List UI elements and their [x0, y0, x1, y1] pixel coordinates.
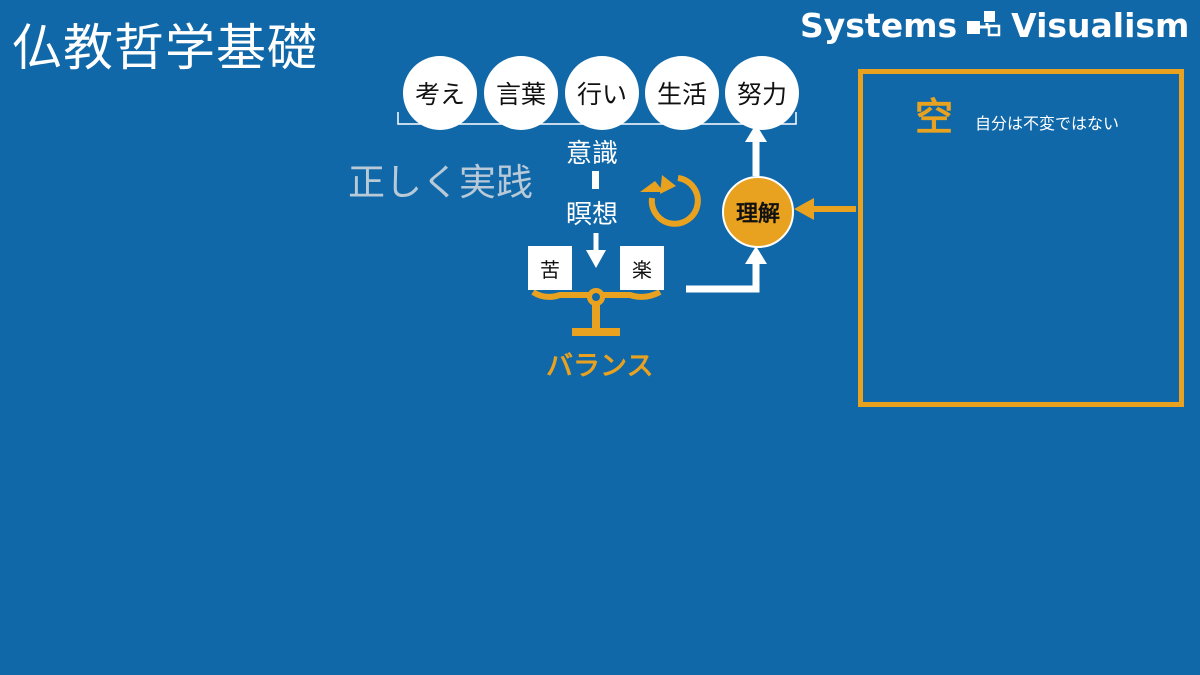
understanding-circle: 理解 [722, 176, 794, 248]
understanding-up-arrow-icon [745, 124, 767, 142]
awareness-label: 意識 [566, 139, 619, 169]
awareness-meditation-connector [592, 171, 599, 189]
emptiness-panel: 空 自分は不変ではない [858, 69, 1184, 407]
meditation-down-arrow-icon [586, 250, 606, 268]
emptiness-description: 自分は不変ではない [975, 114, 1120, 133]
meditation-label: 瞑想 [566, 200, 619, 230]
slide-title: 仏教哲学基礎 [12, 19, 318, 77]
cycle-arrow-icon [640, 175, 701, 227]
practice-circle-thought: 考え [403, 56, 477, 130]
practice-circle-action: 行い [565, 56, 639, 130]
pleasure-box: 楽 [620, 246, 664, 290]
emptiness-to-understanding-arrow-icon [794, 198, 814, 220]
practice-circle-speech: 言葉 [484, 56, 558, 130]
emptiness-title: 空 [915, 95, 954, 139]
practice-label: 正しく実践 [348, 161, 533, 204]
brand: Systems Visualism [800, 6, 1189, 45]
practices-bracket [397, 112, 797, 125]
balance-label: バランス [546, 351, 654, 382]
balance-scale-icon [531, 288, 662, 336]
practice-circle-effort: 努力 [725, 56, 799, 130]
practice-circle-livelihood: 生活 [645, 56, 719, 130]
brand-left-text: Systems [800, 6, 958, 45]
systems-visualism-logo-icon [967, 6, 1001, 45]
scale-to-understanding-arrow-icon [745, 246, 767, 264]
brand-right-text: Visualism [1011, 6, 1190, 45]
suffering-box: 苦 [528, 246, 572, 290]
